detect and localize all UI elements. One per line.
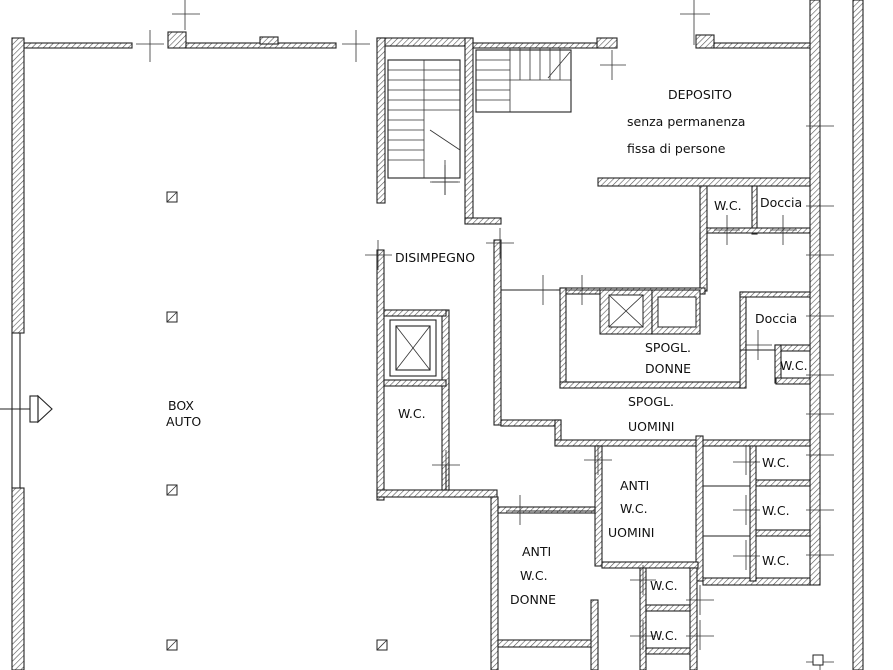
label-deposito: DEPOSITO [668,87,732,102]
label-doccia-top: Doccia [760,195,802,210]
label-doccia-mid: Doccia [755,311,797,326]
staircase [387,48,572,195]
label-disimpegno: DISIMPEGNO [395,250,475,265]
label-spogl-donne-2: DONNE [645,361,691,376]
label-box-1: BOX [168,398,194,413]
label-spogl-uomini-1: SPOGL. [628,394,674,409]
elevator-shaft [389,319,437,377]
room-labels: DEPOSITO senza permanenza fissa di perso… [166,87,808,643]
label-anti-uomini-2: W.C. [620,501,648,516]
label-wc-b2: W.C. [650,628,678,643]
label-wc-mid: W.C. [780,358,808,373]
label-anti-uomini-3: UOMINI [608,525,655,540]
entrance-arrow [0,394,53,424]
label-spogl-uomini-2: UOMINI [628,419,675,434]
label-deposito-note-1: senza permanenza [627,114,745,129]
label-wc-top: W.C. [714,198,742,213]
label-wc-left: W.C. [398,406,426,421]
label-wc-r2: W.C. [762,503,790,518]
label-wc-r1: W.C. [762,455,790,470]
label-anti-donne-3: DONNE [510,592,556,607]
walls [11,0,864,670]
label-box-2: AUTO [166,414,201,429]
label-spogl-donne-1: SPOGL. [645,340,691,355]
parking-pillars [166,191,824,666]
label-anti-uomini-1: ANTI [620,478,649,493]
label-wc-r3: W.C. [762,553,790,568]
label-wc-b1: W.C. [650,578,678,593]
label-deposito-note-2: fissa di persone [627,141,726,156]
label-anti-donne-1: ANTI [522,544,551,559]
label-anti-donne-2: W.C. [520,568,548,583]
